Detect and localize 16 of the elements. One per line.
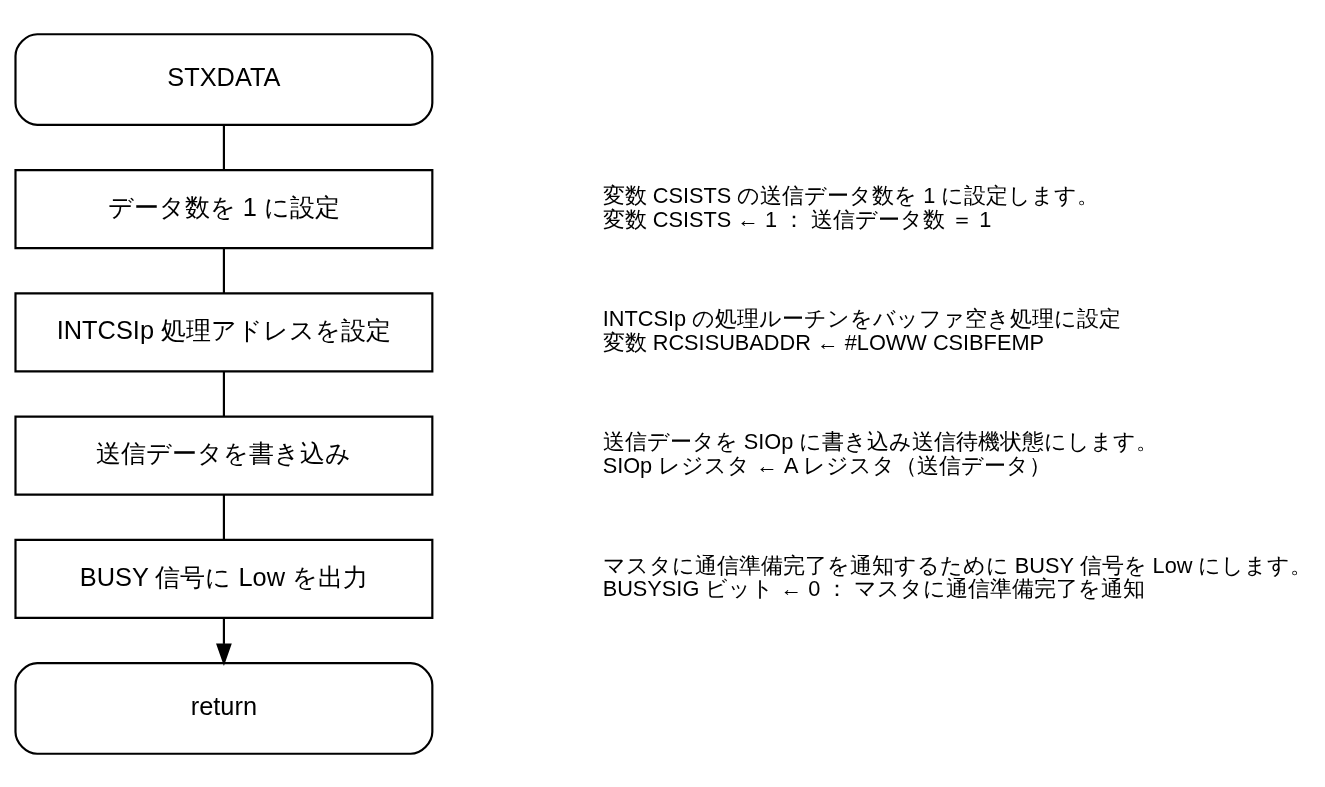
node-label: 送信データを SIOp に書き込み送信待機状態にします。	[602, 428, 1159, 454]
node-box: 送信データを書き込み	[14, 415, 434, 496]
node-box: BUSY 信号に Low を出力	[14, 538, 434, 619]
node-label: 変数 CSISTS の送信データ数を 1 に設定します。	[602, 182, 1100, 208]
node-box: STXDATA	[14, 32, 434, 126]
node-label: 変数 CSISTS ← 1 ： 送信データ数 ＝ 1	[602, 206, 992, 232]
node-box: INTCSIp 処理アドレスを設定	[14, 291, 434, 372]
arrow	[216, 617, 232, 666]
node-box: データ数を 1 に設定	[14, 168, 434, 249]
connector	[222, 370, 225, 416]
connector	[222, 124, 225, 170]
connector	[222, 494, 225, 539]
node-label: INTCSIp の処理ルーチンをバッファ空き処理に設定	[602, 305, 1122, 331]
connector	[222, 247, 225, 293]
node-box: return	[14, 661, 434, 755]
node-label: マスタに通信準備完了を通知するために BUSY 信号を Low にします。	[602, 552, 1313, 578]
